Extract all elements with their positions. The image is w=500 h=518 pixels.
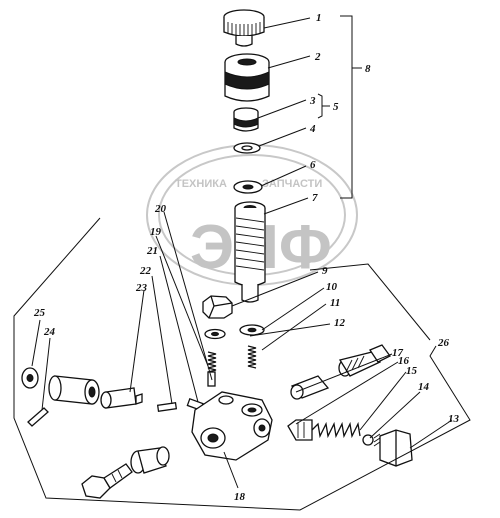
callout-25: 25: [33, 307, 46, 319]
callout-12: 12: [334, 317, 346, 329]
hex-bolt-bottom: [81, 463, 133, 499]
part-4-washer: [233, 142, 261, 154]
callout-15: 15: [406, 365, 418, 377]
union-nut-bottom: [130, 446, 170, 474]
callout-24: 24: [43, 326, 56, 338]
part-10-washer: [239, 324, 265, 336]
callout-16: 16: [398, 355, 410, 367]
callout-21: 21: [146, 245, 158, 257]
callout-7: 7: [312, 192, 318, 204]
leader-lines: [13, 15, 471, 511]
callout-1: 1: [316, 12, 322, 24]
callout-18: 18: [234, 491, 246, 503]
part-15-spring: [311, 421, 361, 439]
part-1-knurled-cap: [223, 9, 265, 47]
callout-20: 20: [154, 203, 167, 215]
part-17-union: [290, 344, 391, 400]
callout-4: 4: [309, 123, 316, 135]
part-16-seat: [287, 419, 313, 441]
callouts: 1 2 3 4 5 6 7 8 9 10 11 12 13 14 15 16 1…: [33, 12, 460, 503]
callout-22: 22: [139, 265, 152, 277]
watermark-top-left-text: ТЕХНИКА: [175, 178, 227, 190]
part-25-nut: [21, 367, 39, 389]
part-13-hex-bolt: [373, 429, 413, 467]
part-12-spring: [247, 345, 257, 369]
part-7-threaded-sleeve: [234, 201, 266, 303]
callout-10: 10: [326, 281, 338, 293]
part-19-spring: [207, 351, 217, 373]
watermark-top-right-text: ЗАПЧАСТИ: [262, 178, 322, 190]
callout-9: 9: [322, 265, 328, 277]
part-23-union: [48, 375, 100, 405]
callout-5: 5: [333, 101, 339, 113]
part-3-plunger: [233, 107, 259, 132]
callout-3: 3: [309, 95, 316, 107]
part-2-body-nut: [224, 53, 270, 102]
callout-19: 19: [150, 226, 162, 238]
part-22-fitting: [100, 387, 143, 409]
part-24-pin: [27, 407, 49, 427]
callout-23: 23: [135, 282, 148, 294]
part-6-washer: [233, 180, 263, 194]
small-pin-left: [156, 402, 178, 412]
part-11-washer: [204, 328, 226, 340]
callout-2: 2: [314, 51, 321, 63]
callout-6: 6: [310, 159, 316, 171]
part-9-hex-plug: [202, 295, 233, 319]
part-18-valve-body: [191, 391, 273, 461]
callout-14: 14: [418, 381, 430, 393]
callout-26: 26: [437, 337, 450, 349]
callout-13: 13: [448, 413, 460, 425]
callout-8: 8: [365, 63, 371, 75]
callout-17: 17: [392, 347, 404, 359]
callout-11: 11: [330, 297, 340, 309]
